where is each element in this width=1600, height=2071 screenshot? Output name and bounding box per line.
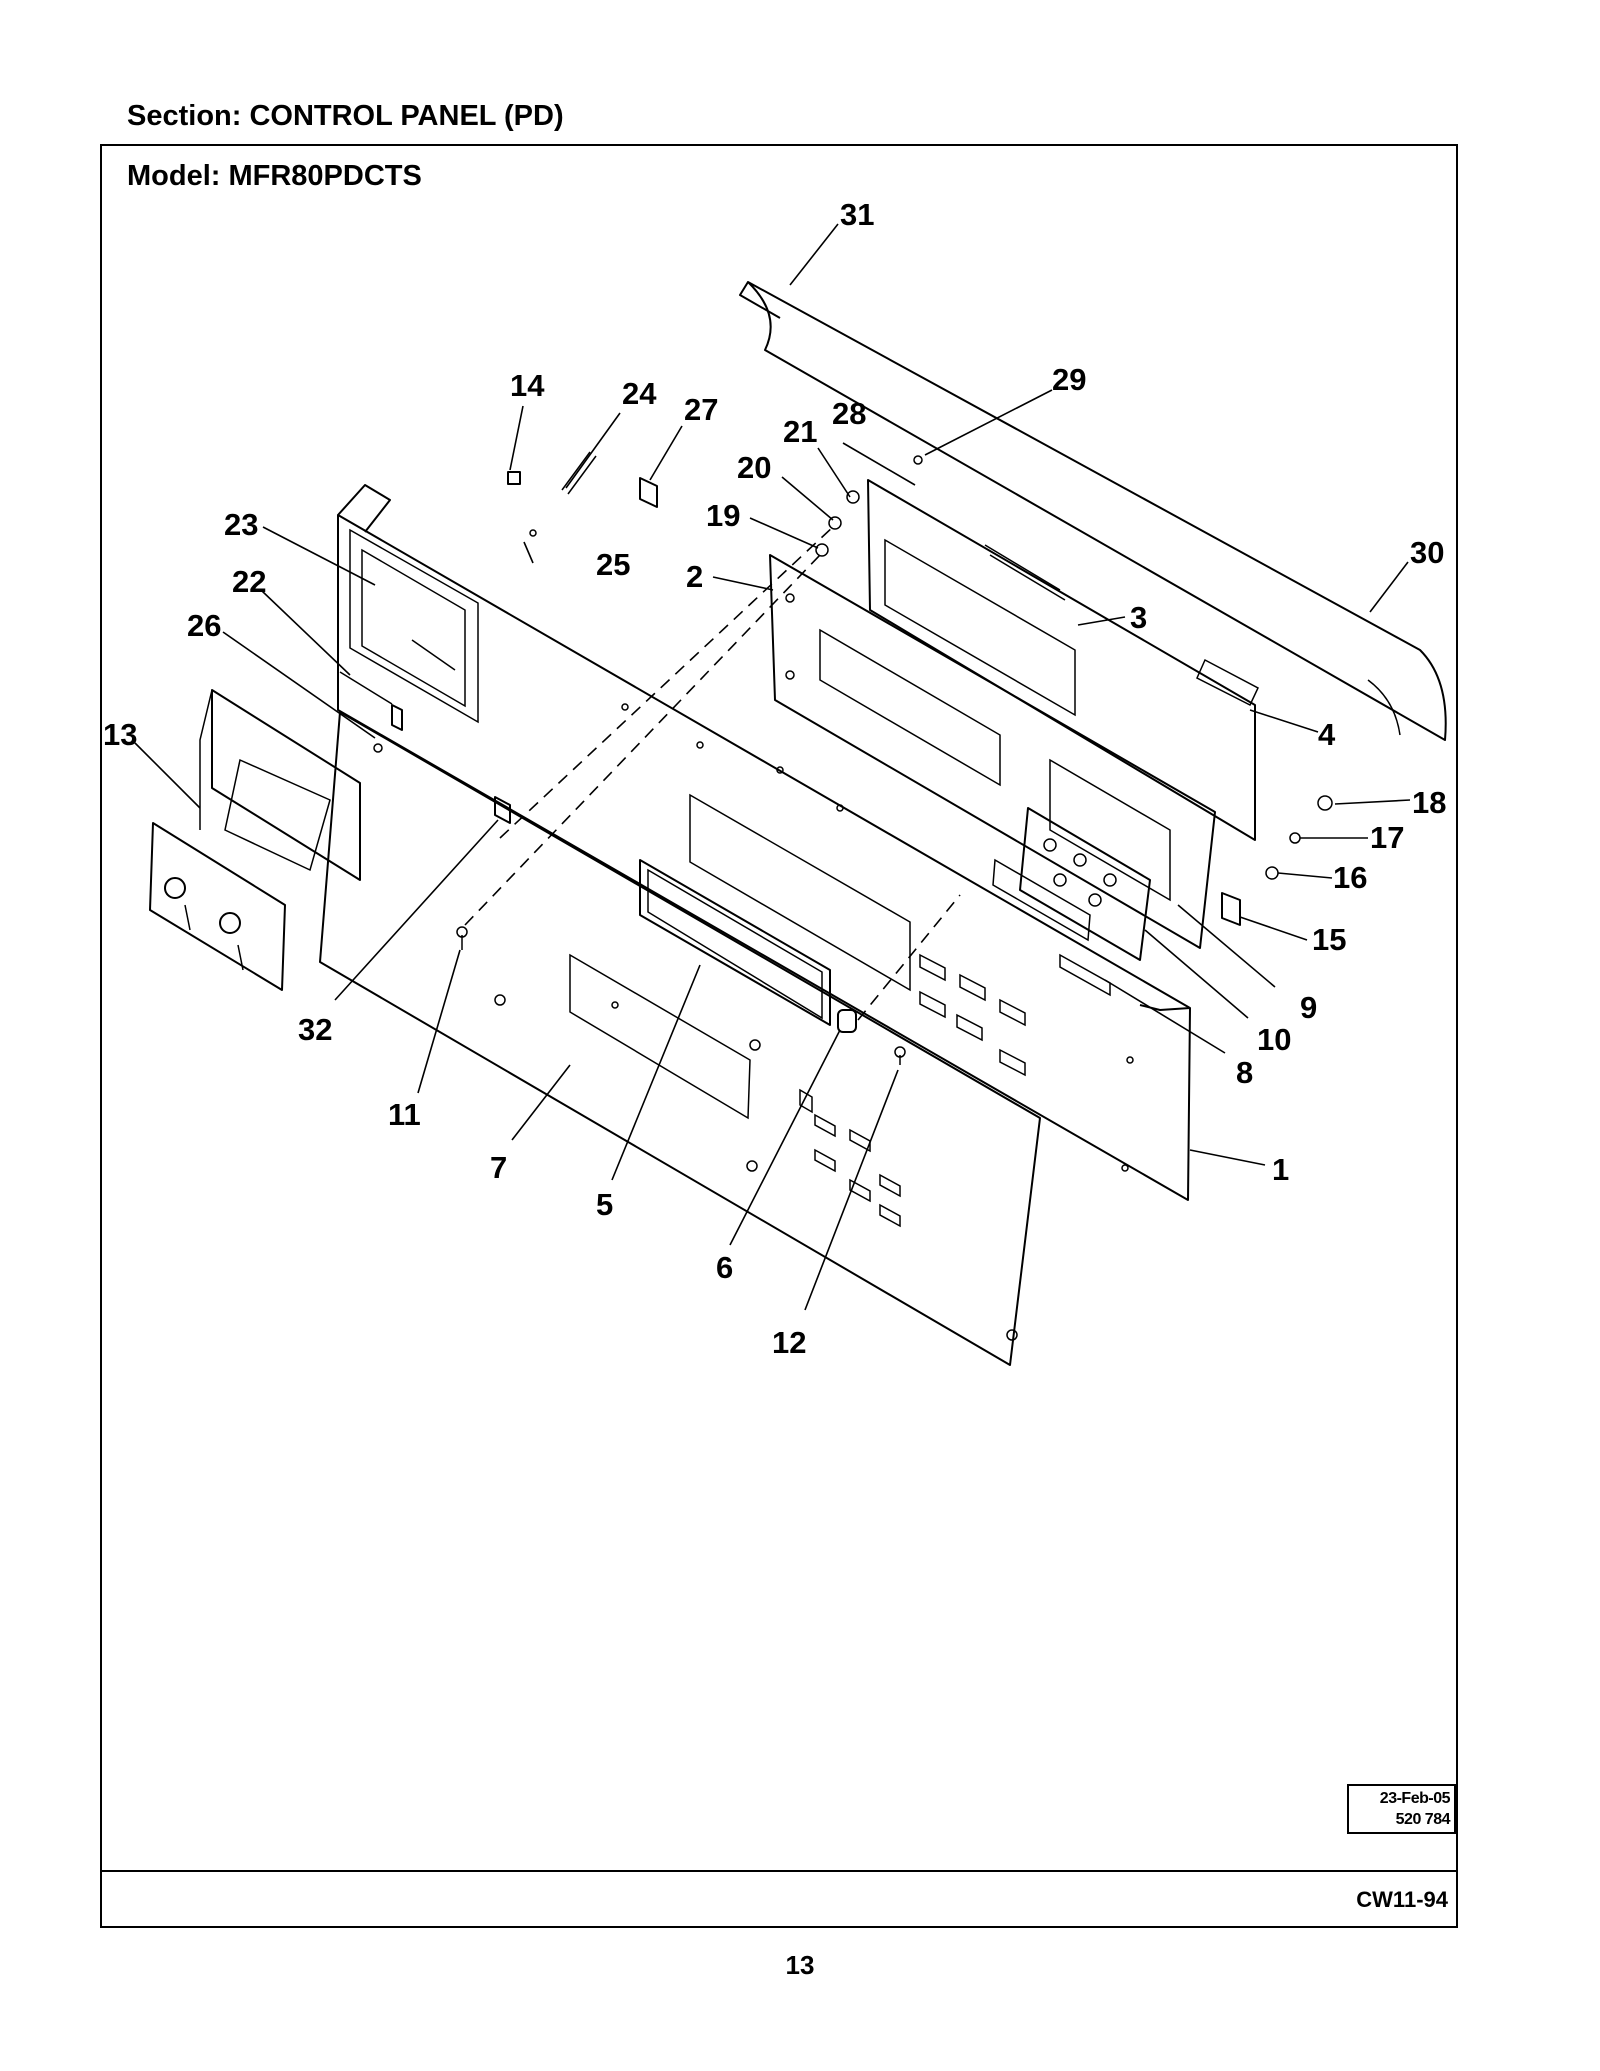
callout-22: 22 bbox=[232, 564, 266, 599]
callout-18: 18 bbox=[1412, 785, 1446, 820]
diagram-frame bbox=[100, 144, 1458, 1928]
callout-5: 5 bbox=[596, 1187, 613, 1222]
part-overlay bbox=[319, 711, 1041, 1366]
callout-25: 25 bbox=[596, 547, 630, 582]
callout-21: 21 bbox=[783, 414, 817, 449]
callout-26: 26 bbox=[187, 608, 221, 643]
callout-29: 29 bbox=[1052, 362, 1086, 397]
callout-28: 28 bbox=[832, 396, 866, 431]
callout-16: 16 bbox=[1333, 860, 1367, 895]
callout-24: 24 bbox=[622, 376, 657, 411]
callout-19: 19 bbox=[706, 498, 740, 533]
callout-9: 9 bbox=[1300, 990, 1317, 1025]
callout-30: 30 bbox=[1410, 535, 1444, 570]
callout-6: 6 bbox=[716, 1250, 733, 1285]
callout-14: 14 bbox=[510, 368, 545, 403]
part-control-console bbox=[337, 484, 1191, 1201]
callout-15: 15 bbox=[1312, 922, 1346, 957]
leader-lines bbox=[134, 223, 1411, 1311]
date-stamp: 23-Feb-05 520 784 bbox=[1347, 1784, 1456, 1834]
part-display-lens bbox=[639, 859, 831, 1026]
callout-7: 7 bbox=[490, 1150, 507, 1185]
callout-23: 23 bbox=[224, 507, 258, 542]
assembly-dash-lines bbox=[464, 524, 961, 1021]
model-title: Model: MFR80PDCTS bbox=[127, 160, 422, 192]
document-code: CW11-94 bbox=[1356, 1887, 1448, 1912]
section-title: Section: CONTROL PANEL (PD) bbox=[127, 100, 564, 132]
callout-31: 31 bbox=[840, 197, 874, 232]
part-top-cover bbox=[739, 281, 1447, 741]
part-keypad-board bbox=[992, 807, 1151, 961]
callout-3: 3 bbox=[1130, 600, 1147, 635]
callout-labels: 1 2 3 4 5 6 7 8 9 10 11 12 13 14 15 16 1… bbox=[103, 197, 1446, 1360]
callout-4: 4 bbox=[1318, 717, 1336, 752]
part-knob bbox=[837, 1009, 857, 1033]
page-number: 13 bbox=[785, 1950, 815, 1980]
callout-20: 20 bbox=[737, 450, 771, 485]
callout-11: 11 bbox=[388, 1097, 421, 1132]
stamp-number: 520 784 bbox=[1395, 1811, 1451, 1828]
callout-2: 2 bbox=[686, 559, 703, 594]
stamp-date: 23-Feb-05 bbox=[1379, 1790, 1451, 1807]
callout-12: 12 bbox=[772, 1325, 806, 1360]
callout-13: 13 bbox=[103, 717, 137, 752]
callout-8: 8 bbox=[1236, 1055, 1253, 1090]
callout-1: 1 bbox=[1272, 1152, 1289, 1187]
callout-10: 10 bbox=[1257, 1022, 1291, 1057]
part-fasteners bbox=[339, 451, 1333, 1065]
callout-17: 17 bbox=[1370, 820, 1404, 855]
footer-divider bbox=[100, 1870, 1458, 1872]
callout-27: 27 bbox=[684, 392, 718, 427]
callout-32: 32 bbox=[298, 1012, 332, 1047]
part-dispenser-housing bbox=[149, 689, 361, 991]
part-control-board bbox=[867, 479, 1256, 841]
